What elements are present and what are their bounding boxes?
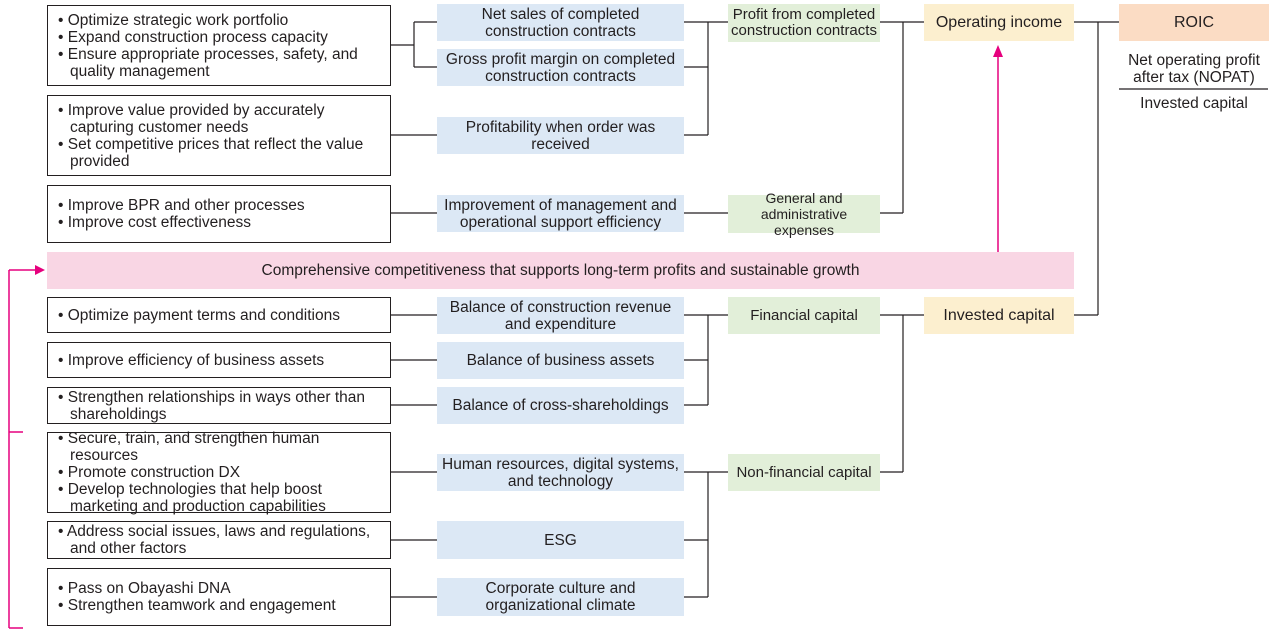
initiative-item: Optimize strategic work portfolio	[56, 12, 382, 29]
initiative-item: Address social issues, laws and regulati…	[56, 523, 382, 557]
initiative-box-7: Secure, train, and strengthen human reso…	[47, 430, 391, 515]
initiative-item: Promote construction DX	[56, 464, 382, 481]
initiative-item: Set competitive prices that reflect the …	[56, 136, 382, 170]
operating-income: Operating income	[924, 4, 1074, 41]
initiative-box-1: Optimize strategic work portfolio Expand…	[47, 5, 391, 86]
roic-title: ROIC	[1119, 4, 1269, 41]
driver-management-efficiency: Improvement of management and operationa…	[437, 195, 684, 232]
component-nonfinancial-capital: Non-financial capital	[728, 454, 880, 491]
initiative-box-4: Optimize payment terms and conditions	[47, 297, 391, 333]
roic-denominator: Invested capital	[1140, 95, 1248, 112]
initiative-item: Improve efficiency of business assets	[56, 352, 324, 369]
initiative-item: Improve cost effectiveness	[56, 214, 305, 231]
competitiveness-banner: Comprehensive competitiveness that suppo…	[47, 252, 1074, 289]
initiative-item: Develop technologies that help boost mar…	[56, 481, 382, 515]
initiative-item: Strengthen relationships in ways other t…	[56, 389, 382, 423]
driver-order-profitability: Profitability when order was received	[437, 117, 684, 154]
driver-esg: ESG	[437, 521, 684, 559]
driver-gross-profit-margin: Gross profit margin on completed constru…	[437, 49, 684, 86]
driver-net-sales: Net sales of completed construction cont…	[437, 4, 684, 41]
roic-numerator: Net operating profit after tax (NOPAT)	[1128, 52, 1260, 86]
initiative-box-8: Address social issues, laws and regulati…	[47, 521, 391, 559]
initiative-item: Pass on Obayashi DNA	[56, 580, 336, 597]
driver-corporate-culture: Corporate culture and organizational cli…	[437, 578, 684, 616]
component-ga-expenses: General and administrative expenses	[728, 190, 880, 238]
initiative-item: Secure, train, and strengthen human reso…	[56, 430, 382, 464]
initiative-box-3: Improve BPR and other processes Improve …	[47, 185, 391, 243]
initiative-item: Ensure appropriate processes, safety, an…	[56, 46, 382, 80]
driver-construction-balance: Balance of construction revenue and expe…	[437, 297, 684, 334]
driver-hr-digital-technology: Human resources, digital systems, and te…	[437, 454, 684, 491]
invested-capital: Invested capital	[924, 297, 1074, 334]
driver-business-assets: Balance of business assets	[437, 342, 684, 379]
initiative-box-6: Strengthen relationships in ways other t…	[47, 387, 391, 424]
driver-cross-shareholdings: Balance of cross-shareholdings	[437, 387, 684, 424]
initiative-box-5: Improve efficiency of business assets	[47, 342, 391, 378]
initiative-box-9: Pass on Obayashi DNA Strengthen teamwork…	[47, 568, 391, 626]
initiative-item: Improve value provided by accurately cap…	[56, 102, 382, 136]
initiative-item: Optimize payment terms and conditions	[56, 307, 340, 324]
initiative-box-2: Improve value provided by accurately cap…	[47, 95, 391, 176]
initiative-item: Expand construction process capacity	[56, 29, 382, 46]
component-profit: Profit from completed construction contr…	[728, 4, 880, 42]
initiative-item: Improve BPR and other processes	[56, 197, 305, 214]
initiative-item: Strengthen teamwork and engagement	[56, 597, 336, 614]
component-financial-capital: Financial capital	[728, 297, 880, 334]
